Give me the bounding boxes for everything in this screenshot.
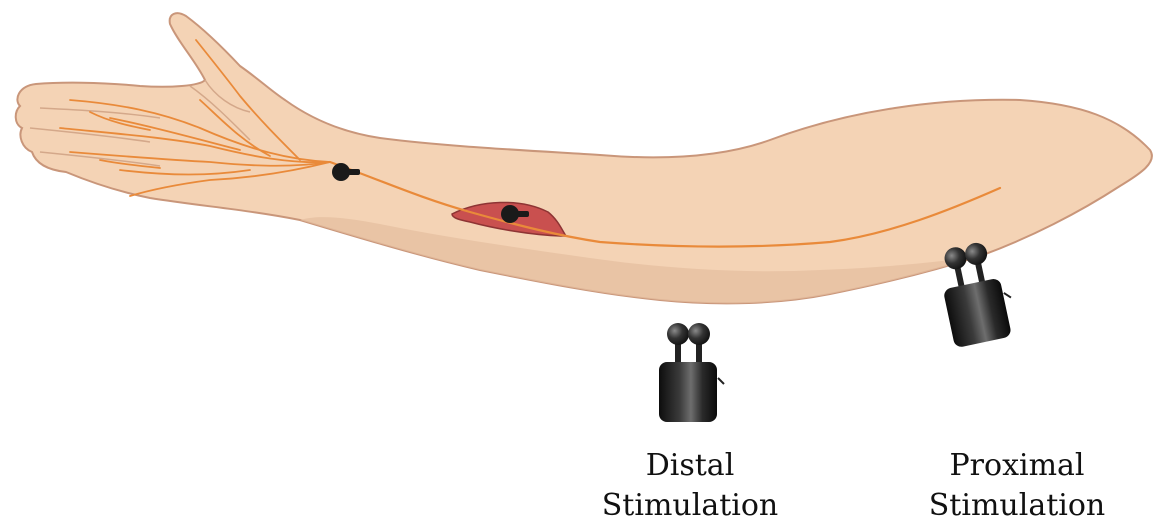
proximal-stimulation-label: Proximal Stimulation <box>892 446 1142 526</box>
proximal-label-line1: Proximal <box>892 446 1142 486</box>
distal-stimulation-label: Distal Stimulation <box>580 446 800 526</box>
stimulator-probe-icon <box>659 323 724 422</box>
distal-label-line1: Distal <box>580 446 800 486</box>
stimulator-probe-icon <box>935 238 1019 348</box>
distal-label-line2: Stimulation <box>580 486 800 526</box>
proximal-label-line2: Stimulation <box>892 486 1142 526</box>
